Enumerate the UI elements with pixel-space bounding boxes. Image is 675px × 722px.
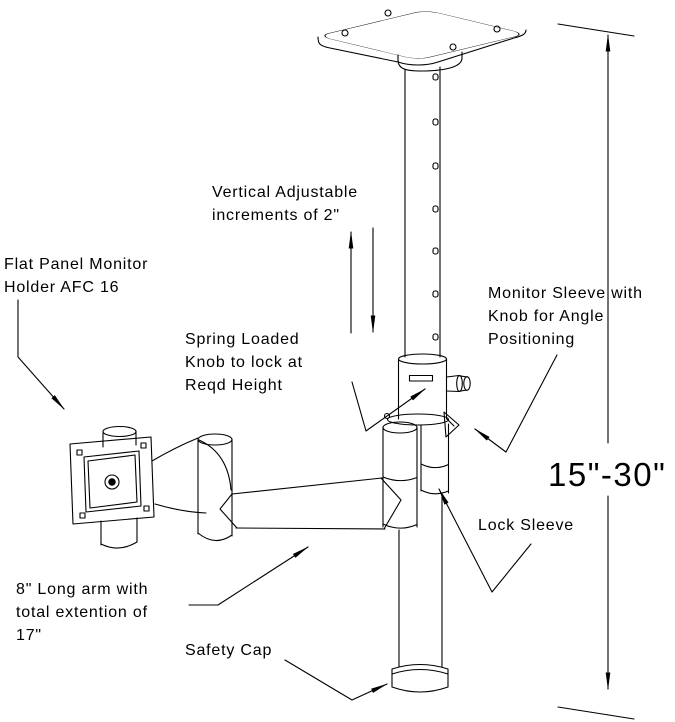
vertical-adjustable-label-line2: increments of 2" xyxy=(212,207,340,224)
lower-arm xyxy=(219,477,402,530)
spring-knob-label-line3: Reqd Height xyxy=(185,377,283,394)
holder-top-cylinder xyxy=(102,425,137,448)
plate-thickness-edge xyxy=(317,29,527,66)
dimension-extension-lines xyxy=(557,23,635,720)
plate-hole xyxy=(493,25,501,33)
safety-cap-part xyxy=(391,663,449,693)
long-arm-label-line3: 17" xyxy=(16,627,42,644)
holder-center-knob xyxy=(104,474,120,490)
monitor-holder xyxy=(69,425,155,549)
holder-corner-hole xyxy=(143,505,150,512)
flat-panel-leader xyxy=(17,299,65,410)
monitor-sleeve-label-line1: Monitor Sleeve with xyxy=(488,285,643,302)
arm-assembly xyxy=(151,433,402,542)
holder-bottom-cylinder xyxy=(100,517,138,549)
flat-panel-label-line1: Flat Panel Monitor xyxy=(4,256,148,273)
spring-knob-label-line2: Knob to lock at xyxy=(185,354,303,371)
flange-bolt xyxy=(383,412,391,420)
sleeve-flange xyxy=(386,413,450,426)
height-range-dimension-label: 15"-30" xyxy=(548,456,666,493)
plate-hole xyxy=(384,9,392,17)
labels: Vertical Adjustable increments of 2" Fla… xyxy=(4,184,666,659)
upper-arm-top-edge xyxy=(151,437,199,462)
monitor-sleeve-label-line2: Knob for Angle xyxy=(488,308,604,325)
spring-knob-sleeve xyxy=(383,353,471,438)
vertical-pole xyxy=(398,66,443,668)
holder-recess-inner xyxy=(87,454,138,509)
lock-sleeve-leader xyxy=(438,488,532,593)
safety-cap-leader xyxy=(284,659,389,701)
holder-corner-hole xyxy=(140,442,147,449)
spring-knob-label-line1: Spring Loaded xyxy=(185,331,300,348)
angle-bracket xyxy=(443,411,460,438)
vertical-adjustable-label-line1: Vertical Adjustable xyxy=(212,184,358,201)
monitor-sleeve-label-line3: Positioning xyxy=(488,331,575,348)
plate-collar xyxy=(397,51,463,72)
long-arm-leader xyxy=(188,546,309,606)
flat-panel-label-line2: Holder AFC 16 xyxy=(4,279,119,296)
knob-slot xyxy=(408,374,434,382)
monitor-sleeve-cylinder xyxy=(382,421,418,529)
holder-plate xyxy=(69,436,155,525)
lock-sleeve xyxy=(420,423,450,495)
plate-hole xyxy=(449,43,457,51)
holder-recess-outer xyxy=(83,450,142,513)
long-arm-label-line1: 8" Long arm with xyxy=(16,581,148,598)
holder-corner-hole xyxy=(79,512,86,519)
holder-center-screw xyxy=(108,478,116,486)
upper-arm-end-curve xyxy=(198,439,232,491)
adjustment-holes xyxy=(432,73,439,341)
spring-knob-leader xyxy=(351,381,426,432)
monitor-sleeve-leader xyxy=(474,354,558,453)
plate-hole xyxy=(341,29,349,37)
safety-cap-label: Safety Cap xyxy=(185,642,272,659)
upper-arm-bottom-edge xyxy=(154,503,207,514)
lock-sleeve-label: Lock Sleeve xyxy=(478,517,574,534)
long-arm-label-line2: total extention of xyxy=(16,604,148,621)
spring-knob xyxy=(445,374,471,393)
elbow-joint-cylinder xyxy=(197,433,233,542)
holder-corner-hole xyxy=(76,449,83,456)
ceiling-mount-plate xyxy=(317,9,527,72)
